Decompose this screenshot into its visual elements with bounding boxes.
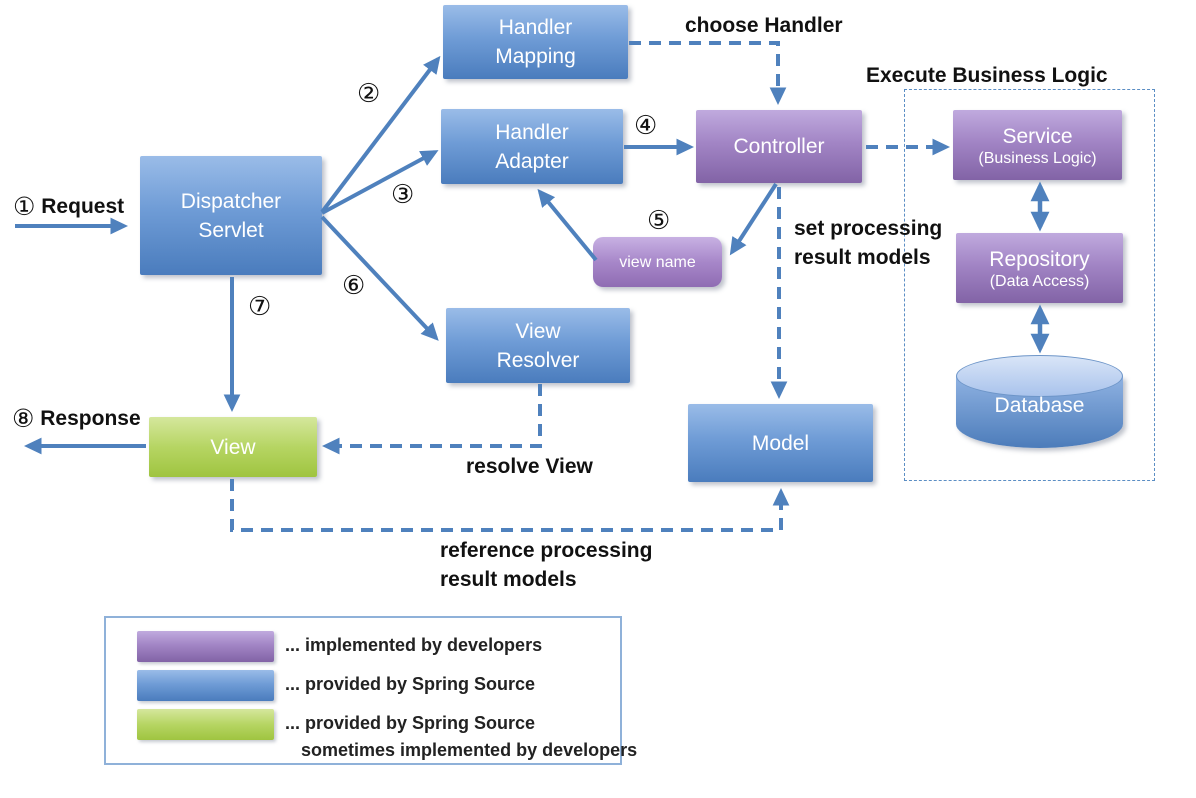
controller-label: Controller xyxy=(733,135,825,158)
step-4-badge: ④ xyxy=(634,111,658,141)
database-cylinder-top xyxy=(956,355,1123,397)
resolve-view-annotation: resolve View xyxy=(466,455,593,478)
reference-processing-annotation: reference processing result models xyxy=(440,536,652,594)
execute-business-logic-title: Execute Business Logic xyxy=(866,64,1108,87)
node-handler-adapter: Handler Adapter xyxy=(441,109,623,184)
arrow-resolve-view xyxy=(322,384,542,455)
node-view-resolver: View Resolver xyxy=(446,308,630,383)
step-1-badge: ① xyxy=(13,192,36,221)
service-label: Service xyxy=(1002,124,1073,148)
arrow-step3-to-handler-adapter xyxy=(321,150,439,215)
request-label: ① Request xyxy=(13,192,124,221)
arrow-step6-to-view-resolver xyxy=(320,215,439,341)
legend-label-purple: ... implemented by developers xyxy=(285,635,543,655)
node-handler-mapping: Handler Mapping xyxy=(443,5,628,79)
model-label: Model xyxy=(751,431,810,455)
view-label: View xyxy=(210,435,256,459)
arrow-view-reference-model xyxy=(230,479,790,532)
legend-box: ... implemented by developers ... provid… xyxy=(104,616,637,765)
reference-line2: result models xyxy=(440,568,577,591)
node-view: View xyxy=(149,417,317,477)
service-sublabel: (Business Logic) xyxy=(978,149,1097,167)
response-text: Response xyxy=(40,407,141,430)
handler-mapping-label-line1: Handler xyxy=(498,16,573,39)
set-processing-line2: result models xyxy=(794,246,931,269)
node-service: Service (Business Logic) xyxy=(953,110,1122,180)
step-3-badge: ③ xyxy=(391,180,415,210)
handler-adapter-label-line2: Adapter xyxy=(495,149,569,173)
view-name-label: view name xyxy=(619,253,696,271)
node-view-name: view name xyxy=(593,237,722,287)
legend-swatch-purple xyxy=(137,631,274,662)
step-8-badge: ⑧ xyxy=(12,404,35,433)
request-text: Request xyxy=(41,195,125,218)
legend-label-green-line2: sometimes implemented by developers xyxy=(301,740,638,760)
node-model: Model xyxy=(688,404,873,482)
business-logic-container xyxy=(904,89,1155,481)
set-processing-line1: set processing xyxy=(794,217,943,240)
step-2-badge: ② xyxy=(357,79,381,109)
node-controller: Controller xyxy=(696,110,862,183)
handler-adapter-label-line1: Handler xyxy=(495,120,569,144)
repository-label: Repository xyxy=(989,247,1090,271)
set-processing-annotation: set processing result models xyxy=(794,214,942,272)
reference-line1: reference processing xyxy=(440,539,653,562)
handler-mapping-label-line2: Mapping xyxy=(495,45,576,68)
legend-label-blue: ... provided by Spring Source xyxy=(285,674,536,694)
node-dispatcher-servlet: Dispatcher Servlet xyxy=(140,156,322,275)
database-label: Database xyxy=(994,394,1085,417)
step-6-badge: ⑥ xyxy=(342,271,366,301)
step-7-badge: ⑦ xyxy=(248,292,272,322)
arrow-viewname-to-handler-adapter xyxy=(537,188,598,262)
choose-handler-annotation: choose Handler xyxy=(685,14,843,37)
dispatcher-servlet-label-line2: Servlet xyxy=(198,218,264,242)
legend-swatch-blue xyxy=(137,670,274,701)
legend-swatch-green xyxy=(137,709,274,740)
legend-label-green-line1: ... provided by Spring Source xyxy=(285,713,536,733)
view-resolver-label-line2: Resolver xyxy=(496,348,580,372)
step-5-badge: ⑤ xyxy=(647,206,671,236)
view-resolver-label-line1: View xyxy=(515,319,561,343)
node-repository: Repository (Data Access) xyxy=(956,233,1123,303)
repository-sublabel: (Data Access) xyxy=(989,272,1090,290)
response-label: ⑧ Response xyxy=(12,404,141,433)
arrow-choose-handler xyxy=(629,41,787,105)
arrow-controller-to-viewname xyxy=(729,182,778,256)
dispatcher-servlet-label-line1: Dispatcher xyxy=(180,189,282,213)
